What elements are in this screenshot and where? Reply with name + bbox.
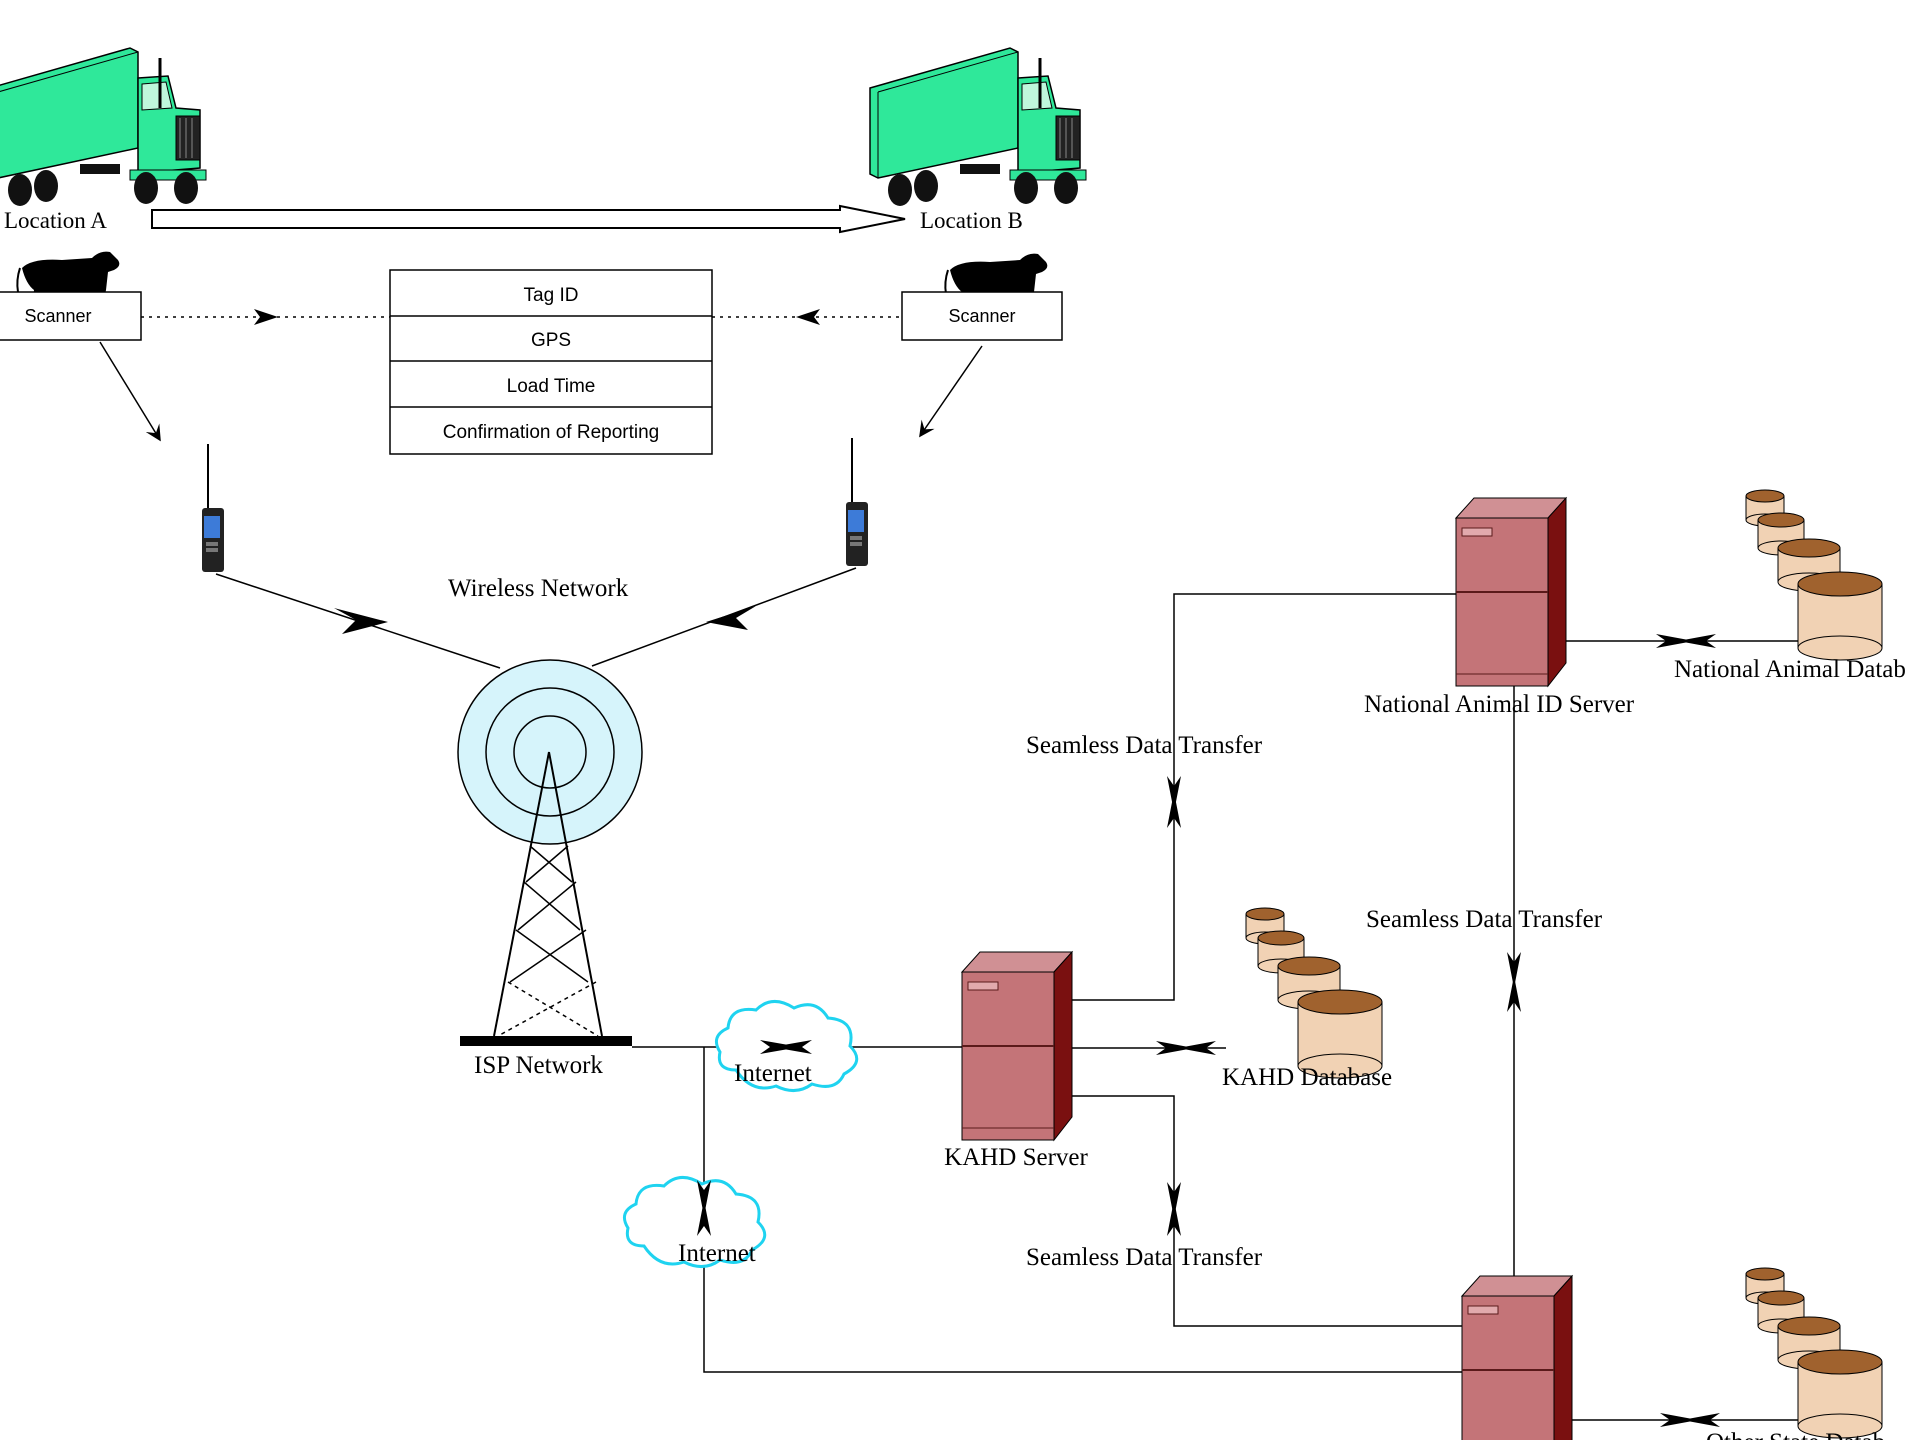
kahd-server-label: KAHD Server: [944, 1144, 1088, 1171]
scanner-to-radio-right: [919, 345, 983, 438]
scanner-right-label: Scanner: [948, 306, 1015, 326]
record-field-gps: GPS: [531, 330, 571, 351]
kahd-to-state-link: [1072, 1095, 1462, 1327]
dotted-arrowhead-right: [796, 309, 820, 325]
state-db-arrowhead-b: [1682, 1413, 1720, 1427]
dotted-arrowhead-left: [254, 309, 278, 325]
seamless-3-label: Seamless Data Transfer: [1026, 1244, 1263, 1271]
scanner-left-box: [0, 291, 142, 341]
scanner-to-radio-left: [99, 341, 161, 442]
other-state-database-label: Other State Datab: [1706, 1429, 1885, 1440]
state-db-arrowhead-a: [1660, 1413, 1698, 1427]
scanner-left-label: Scanner: [24, 306, 91, 326]
scanner-right-box: [901, 291, 1063, 341]
national-db-arrowhead-a: [1656, 634, 1694, 648]
database-icon-kahd: [1245, 907, 1383, 1079]
seamless-2-label: Seamless Data Transfer: [1366, 906, 1603, 933]
national-db-arrowhead-b: [1678, 634, 1716, 648]
record-table: Tag ID GPS Load Time Confirmation of Rep…: [389, 269, 713, 455]
kahd-database-label: KAHD Database: [1222, 1064, 1392, 1091]
seamless-2-arrowhead-a: [1507, 952, 1521, 988]
isp-network-label: ISP Network: [474, 1052, 603, 1079]
internet-2-arrowhead-a: [697, 1180, 711, 1216]
radio-icon-right: [845, 437, 869, 567]
internet-1-arrowhead-b: [772, 1040, 812, 1054]
location-b-label: Location B: [920, 208, 1023, 233]
isp-to-state-link: [703, 1047, 1462, 1373]
internet-2-label: Internet: [678, 1240, 756, 1267]
location-a-label: Location A: [4, 208, 107, 233]
wireless-arrowhead-right: [706, 606, 756, 630]
national-server-label: National Animal ID Server: [1364, 691, 1635, 718]
internet-1-label: Internet: [734, 1060, 812, 1087]
seamless-1-label: Seamless Data Transfer: [1026, 732, 1263, 759]
seamless-2-arrowhead-b: [1507, 976, 1521, 1012]
radio-icon-left: [201, 443, 225, 573]
database-icon-national: [1745, 489, 1883, 661]
seamless-3-arrowhead-b: [1167, 1200, 1181, 1236]
record-field-load-time: Load Time: [507, 376, 596, 397]
truck-icon-b: [868, 46, 1088, 208]
server-icon-kahd: [961, 951, 1073, 1141]
truck-icon-a: [0, 46, 208, 208]
kahd-db-arrowhead-b: [1178, 1041, 1216, 1055]
tower-icon: [457, 659, 643, 1046]
route-arrow: [151, 204, 906, 234]
server-icon-other-state: [1461, 1275, 1573, 1440]
wireless-arrowhead-left: [334, 608, 388, 634]
seamless-1-arrowhead-b: [1167, 792, 1181, 828]
wireless-network-label: Wireless Network: [448, 575, 629, 602]
server-icon-national: [1455, 497, 1567, 687]
record-field-confirmation: Confirmation of Reporting: [443, 422, 660, 443]
database-icon-other-state: [1745, 1267, 1883, 1439]
record-field-tag-id: Tag ID: [524, 285, 579, 306]
kahd-db-arrowhead-a: [1156, 1041, 1194, 1055]
national-database-label: National Animal Datab: [1674, 656, 1906, 683]
internet-2-arrowhead-b: [697, 1200, 711, 1236]
